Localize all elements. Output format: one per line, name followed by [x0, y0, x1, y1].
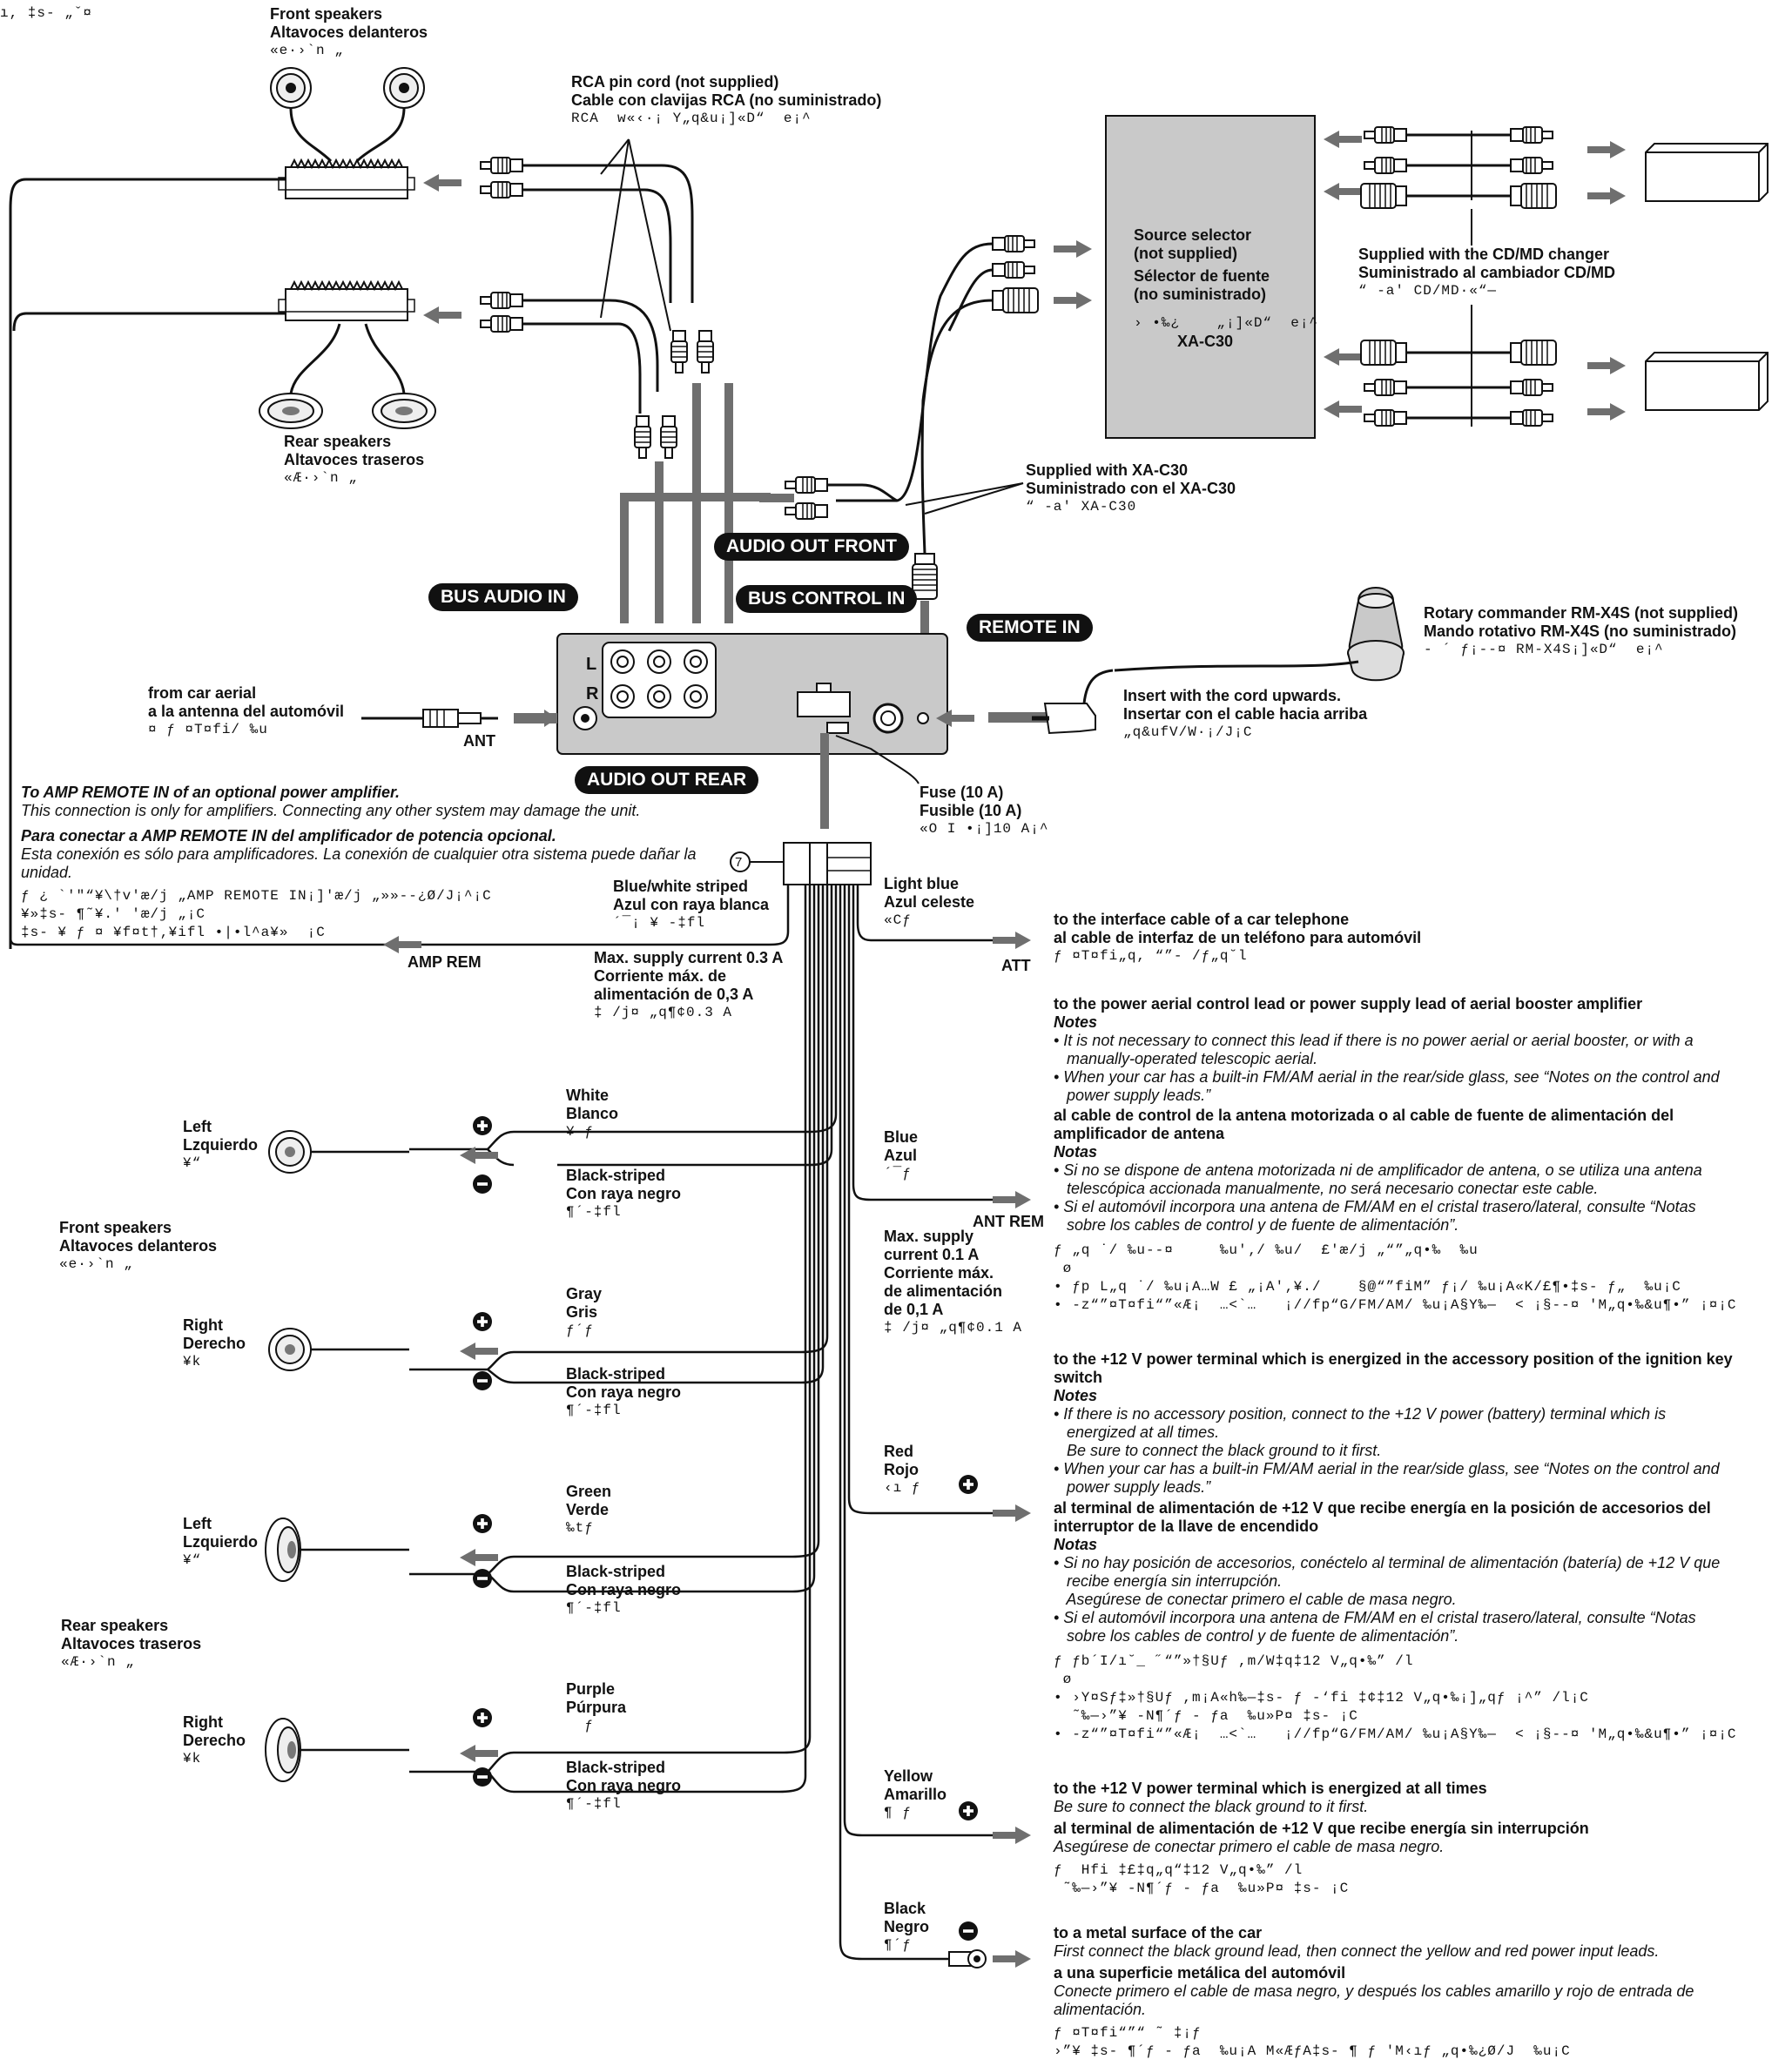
- corner-text: ı, ‡s- „ˇ¤: [0, 5, 93, 21]
- channel-r-label: R: [586, 684, 599, 703]
- source-selector-box: [1105, 115, 1316, 439]
- rear-speaker-left: [259, 393, 323, 429]
- ant-rem-destination: to the power aerial control lead or powe…: [1054, 995, 1737, 1313]
- amp-rem-label: AMP REM: [408, 953, 482, 971]
- insert-caption: Insert with the cord upwards.Insertar co…: [1123, 687, 1368, 740]
- remote-in-label: REMOTE IN: [967, 614, 1093, 642]
- ant-label: ANT: [463, 732, 495, 750]
- rear-speaker-right: [372, 393, 436, 429]
- fuse-caption: Fuse (10 A)Fusible (10 A) «O I •¡]10 A¡^: [920, 784, 1049, 837]
- front-amplifier: [278, 159, 415, 199]
- antenna-plug-icon: [422, 709, 498, 728]
- cd-changer-top: [1645, 143, 1768, 202]
- source-selector-caption: Source selector(not supplied) Sélector d…: [1134, 226, 1319, 350]
- att-destination: to the interface cable of a car telephon…: [1054, 911, 1422, 964]
- amp-remote-note: To AMP REMOTE IN of an optional power am…: [21, 784, 697, 940]
- speaker-front-left-icon: [268, 1130, 312, 1174]
- speaker-rear-left-icon: [265, 1518, 301, 1582]
- rca-cord-caption: RCA pin cord (not supplied)Cable con cla…: [571, 73, 882, 126]
- rear-amplifier: [278, 281, 415, 321]
- bus-audio-in-label: BUS AUDIO IN: [428, 583, 578, 611]
- red-destination: to the +12 V power terminal which is ene…: [1054, 1350, 1737, 1742]
- yellow-destination: to the +12 V power terminal which is ene…: [1054, 1780, 1589, 1896]
- speaker-front-right-icon: [268, 1328, 312, 1371]
- audio-out-front-label: AUDIO OUT FRONT: [714, 533, 909, 561]
- ant-rem-label: ANT REM: [973, 1213, 1044, 1230]
- rotary-commander-caption: Rotary commander RM-X4S (not supplied)Ma…: [1424, 604, 1739, 657]
- speaker-rear-right-icon: [265, 1718, 301, 1782]
- att-label: ATT: [1001, 957, 1031, 974]
- ground-terminal-icon: [948, 1949, 987, 1968]
- channel-l-label: L: [586, 655, 597, 674]
- front-speaker-top-right: [383, 67, 425, 109]
- front-speaker-top-left: [270, 67, 312, 109]
- rotary-commander-icon: [1347, 587, 1405, 682]
- connector-number: 7: [735, 855, 743, 870]
- cd-changer-bottom: [1645, 352, 1768, 411]
- audio-out-rear-label: AUDIO OUT REAR: [575, 766, 759, 794]
- bus-control-in-label: BUS CONTROL IN: [736, 585, 918, 613]
- black-destination: to a metal surface of the car First conn…: [1054, 1924, 1694, 2059]
